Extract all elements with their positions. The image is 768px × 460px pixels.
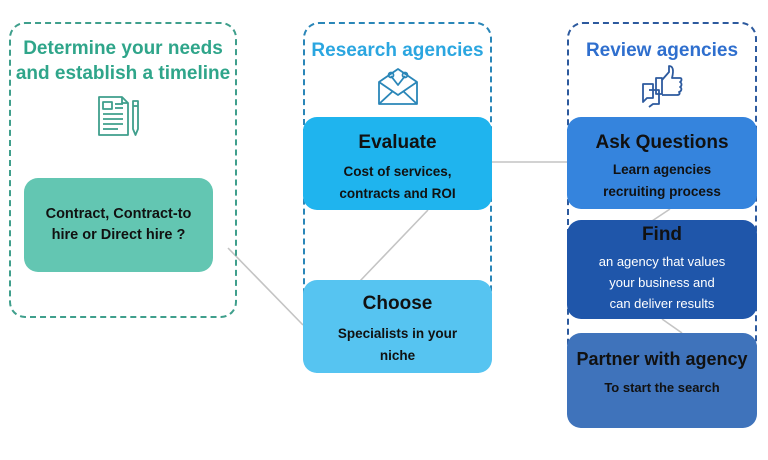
needs-column-title: Determine your needs and establish a tim… [15,38,231,84]
thumbs-up-chat-icon [642,65,683,108]
choose-heading: Choose [362,293,433,314]
find-box: Find an agency that values your business… [567,220,757,319]
connector-ask-find [651,208,671,222]
connector-choose-evaluate [359,209,429,282]
ask-questions-heading: Ask Questions [595,132,729,153]
choose-box: Choose Specialists in your niche [303,280,492,373]
contract-type-box: Contract, Contract-to hire or Direct hir… [24,178,213,272]
connector-contract-choose [227,247,304,326]
evaluate-description: Cost of services, contracts and ROI [339,164,456,201]
envelope-tools-icon [378,68,418,105]
needs-column [9,22,237,318]
contract-type-text: Contract, Contract-to hire or Direct hir… [45,206,192,243]
find-description: an agency that values your business and … [598,254,726,311]
evaluate-box: Evaluate Cost of services, contracts and… [303,117,492,210]
research-column-title: Research agencies [311,40,484,61]
partner-heading: Partner with agency [576,349,748,369]
ask-questions-description: Learn agencies recruiting process [603,162,721,199]
document-pencil-icon [98,96,139,136]
connector-find-partner [661,318,683,334]
review-column-title: Review agencies [585,40,739,61]
partner-description: To start the search [604,380,720,395]
partner-box: Partner with agency To start the search [567,333,757,428]
ask-questions-box: Ask Questions Learn agencies recruiting … [567,117,757,209]
choose-description: Specialists in your niche [337,326,458,363]
evaluate-heading: Evaluate [358,132,437,153]
find-heading: Find [641,224,683,245]
